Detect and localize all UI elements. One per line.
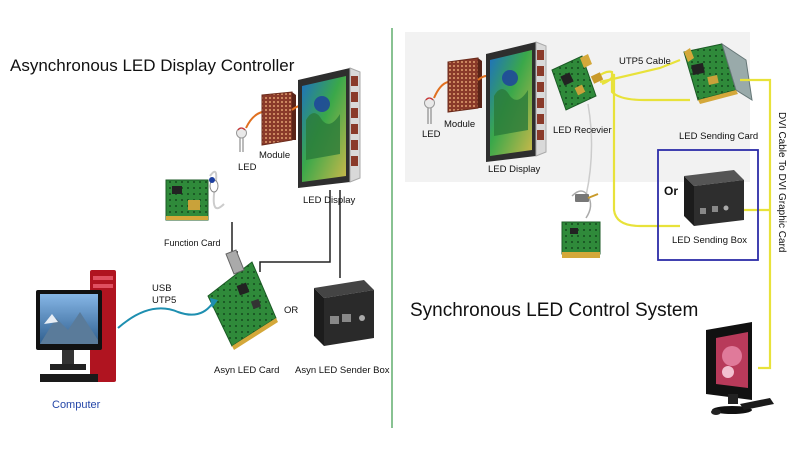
function-card-label: Function Card	[164, 238, 221, 248]
led-bulb-icon-right	[424, 97, 435, 124]
led-display-icon-left	[298, 67, 361, 188]
arrow-led-to-module-right	[433, 81, 449, 99]
computer-icon-right	[706, 322, 774, 415]
asyn-led-sender-box-icon	[314, 280, 374, 346]
led-sending-box-icon	[684, 170, 744, 226]
asyn-led-card-label: Asyn LED Card	[214, 365, 280, 376]
wire-display-to-card	[259, 190, 331, 272]
led-bulb-icon-left	[236, 127, 247, 152]
left-panel-title: Asynchronous LED Display Controller	[10, 56, 295, 75]
wire-function-card-to-card	[231, 222, 238, 253]
utp5-cable-label: UTP5 Cable	[619, 56, 671, 67]
left-module-label: Module	[259, 150, 291, 161]
computer-icon	[36, 270, 116, 382]
led-sending-card-icon	[683, 42, 753, 104]
usb-cable	[117, 303, 213, 329]
led-sending-card-label: LED Sending Card	[679, 131, 759, 142]
asyn-led-card-icon	[207, 249, 278, 350]
left-led-display-label: LED Display	[303, 195, 356, 206]
left-or-label: OR	[284, 305, 299, 316]
led-module-icon-left	[261, 91, 296, 146]
dvi-cable-label: DVI Cable To DVI Graphic Card	[776, 112, 787, 253]
sending-box-frame	[657, 149, 759, 261]
dvi-cable	[740, 78, 772, 370]
right-led-display-label: LED Display	[488, 164, 541, 175]
receiver-cable	[585, 103, 593, 197]
led-receiver-label: LED Recevier	[553, 125, 612, 136]
led-receiver-card-icon	[551, 54, 597, 111]
led-display-icon-right	[486, 41, 547, 162]
utp5-label: UTP5	[152, 295, 177, 306]
computer-label: Computer	[52, 399, 101, 411]
right-module-label: Module	[444, 119, 476, 130]
utp5-connector-icon	[590, 72, 604, 84]
asyn-led-sender-box-label: Asyn LED Sender Box	[295, 365, 390, 376]
led-sending-box-label: LED Sending Box	[672, 235, 747, 246]
arrow-led-to-module-left	[245, 111, 263, 129]
right-panel-title: Synchronous LED Control System	[410, 300, 699, 321]
right-led-label: LED	[422, 129, 441, 140]
right-or-label: Or	[664, 184, 679, 198]
led-module-icon-right	[447, 57, 482, 113]
function-card-icon	[165, 170, 225, 221]
usb-label: USB	[152, 283, 172, 294]
secondary-card-icon	[561, 190, 601, 258]
utp5-cables	[595, 58, 690, 228]
left-led-label: LED	[238, 162, 257, 173]
